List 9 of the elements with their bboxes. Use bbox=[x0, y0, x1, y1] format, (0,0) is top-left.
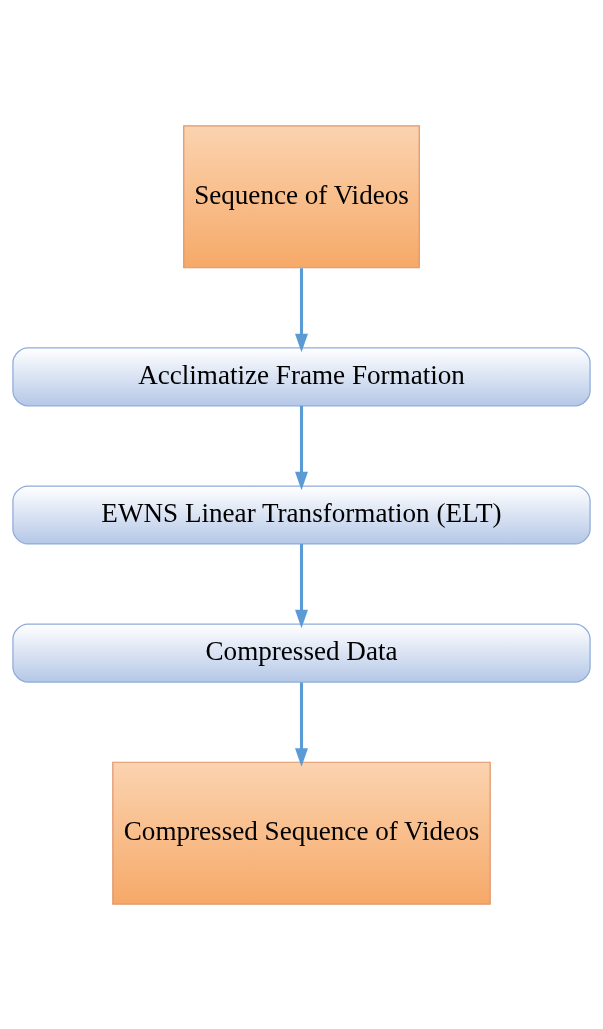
node-box: Sequence of Videos bbox=[183, 124, 420, 268]
node-box: Compressed Data bbox=[12, 623, 591, 683]
node-box: Compressed Sequence of Videos bbox=[112, 761, 491, 905]
arrow bbox=[295, 405, 308, 490]
node-box: EWNS Linear Transformation (ELT) bbox=[12, 484, 591, 545]
arrow bbox=[295, 267, 308, 352]
node-box: Acclimatize Frame Formation bbox=[12, 346, 591, 406]
arrow bbox=[295, 682, 308, 767]
arrow bbox=[295, 543, 308, 628]
